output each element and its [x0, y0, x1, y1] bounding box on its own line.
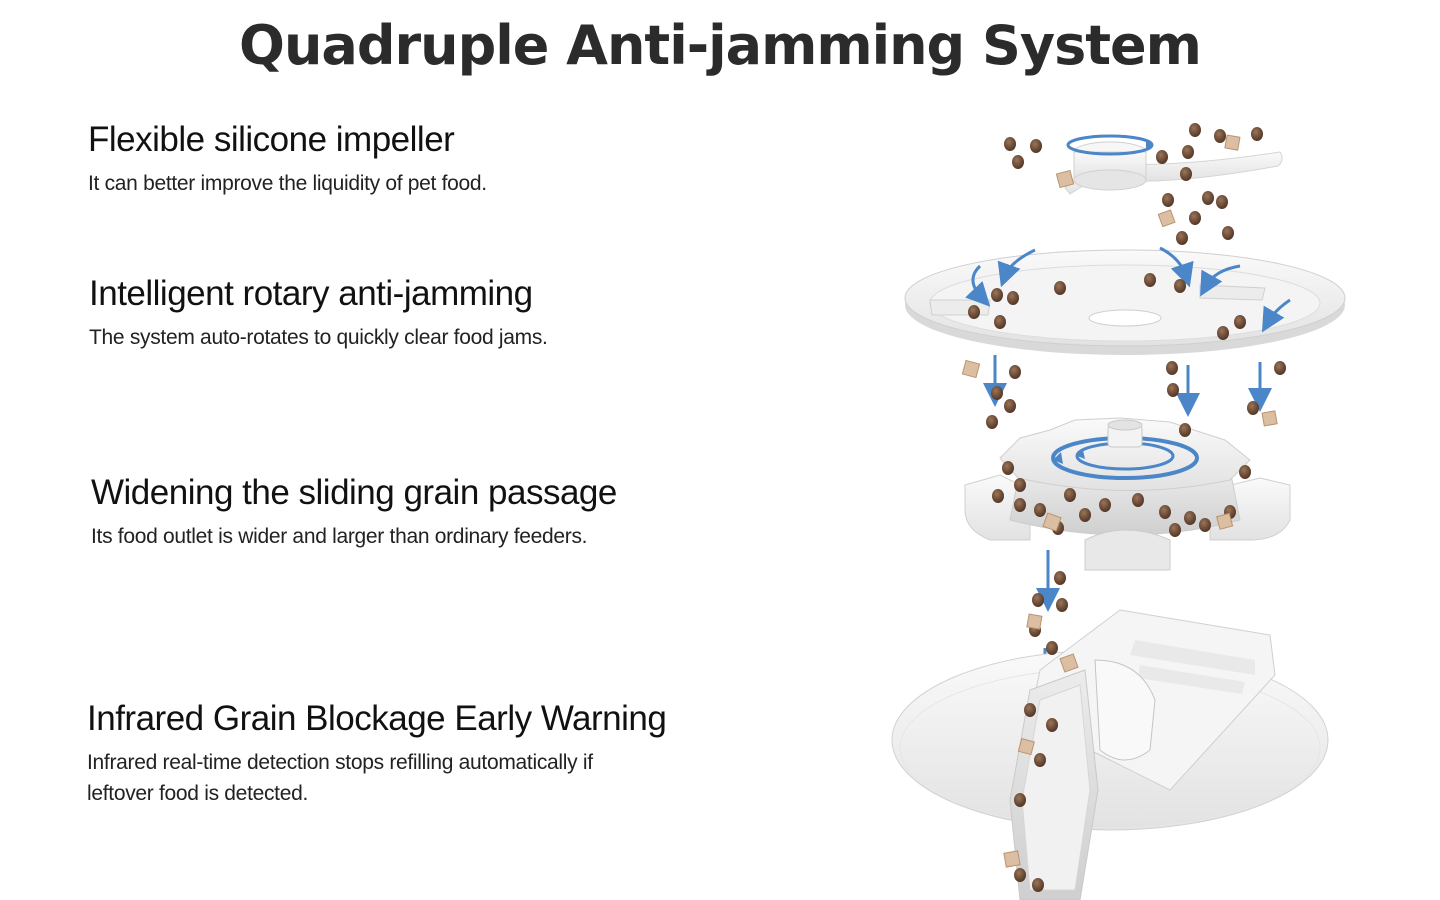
feature-heading: Infrared Grain Blockage Early Warning [87, 699, 667, 738]
feature-heading: Widening the sliding grain passage [91, 473, 617, 512]
kibble-pieces [968, 123, 1286, 892]
feature-grain-passage: Widening the sliding grain passage Its f… [91, 473, 731, 552]
treat-pieces [961, 134, 1278, 868]
feature-description: Infrared real-time detection stops refil… [87, 751, 593, 806]
impeller-icon [1064, 134, 1283, 195]
flow-arrow-icon [965, 246, 1291, 333]
feature-infrared-warning: Infrared Grain Blockage Early Warning In… [87, 699, 687, 809]
feature-rotary-anti-jamming: Intelligent rotary anti-jamming The syst… [89, 274, 729, 353]
feature-description: Its food outlet is wider and larger than… [91, 525, 588, 549]
feature-description: It can better improve the liquidity of p… [88, 172, 487, 196]
exploded-feeder-illustration [891, 123, 1346, 900]
page-title: Quadruple Anti-jamming System [239, 14, 1202, 77]
feature-description: The system auto-rotates to quickly clear… [89, 326, 548, 350]
infrared-chute-icon [891, 609, 1329, 900]
feature-impeller: Flexible silicone impeller It can better… [88, 120, 728, 199]
rotary-disc-icon [904, 246, 1346, 355]
grain-passage-icon [964, 417, 1291, 571]
feature-heading: Flexible silicone impeller [88, 120, 455, 159]
feature-heading: Intelligent rotary anti-jamming [89, 274, 533, 313]
